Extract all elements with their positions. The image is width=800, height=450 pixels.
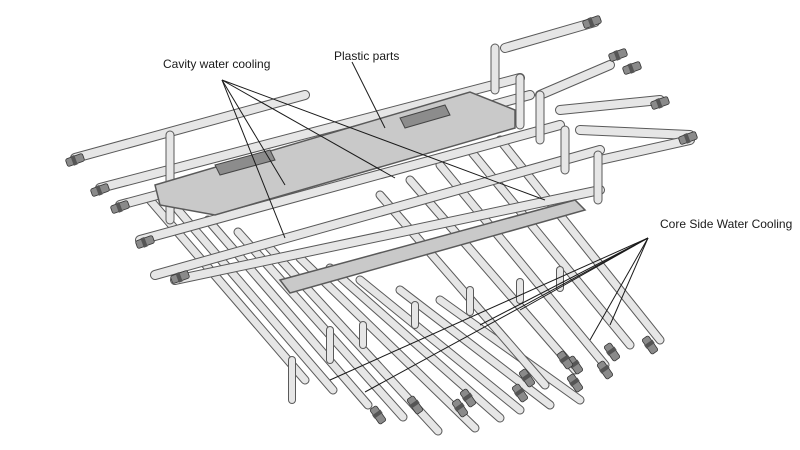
- plastic-part-insert: [399, 104, 451, 129]
- pipe-body: [296, 254, 479, 432]
- cavity-leader-line: [221, 79, 396, 179]
- fitting-nut: [606, 346, 617, 356]
- plastic-part-bar: [278, 199, 587, 294]
- cavity-pipe: [535, 60, 615, 100]
- fitting-nut: [372, 409, 383, 419]
- leader-lines: [221, 61, 649, 393]
- core-pipe: [355, 275, 525, 415]
- cavity-leader-line: [221, 79, 546, 201]
- fitting-nut: [454, 402, 465, 412]
- hose-fitting-icon: [556, 350, 574, 370]
- core-pipe: [405, 175, 580, 375]
- pipe-body: [136, 121, 564, 244]
- fitting-nut: [569, 377, 580, 387]
- cavity-pipe: [500, 17, 600, 53]
- pipe-body: [356, 276, 524, 414]
- core-leader-line: [609, 237, 649, 326]
- hose-fitting-icon: [451, 398, 469, 418]
- hose-fitting-icon: [518, 368, 536, 388]
- core-leader-line: [364, 237, 649, 393]
- plastic-parts-label: Plastic parts: [334, 49, 400, 63]
- fitting-nut: [644, 339, 655, 349]
- core-leader-line: [479, 237, 649, 326]
- core-leader-line: [589, 237, 649, 341]
- pipe-body: [71, 91, 309, 162]
- fitting-nut: [655, 97, 663, 109]
- fitting-nut: [95, 184, 103, 196]
- hose-fitting-icon: [566, 373, 584, 393]
- plastic-part-main: [154, 91, 516, 216]
- cavity-leader-line: [221, 79, 286, 239]
- core-pipe: [173, 205, 338, 395]
- hose-fitting-icon: [650, 96, 670, 110]
- cavity-pipe: [170, 185, 605, 285]
- pipe-body: [436, 161, 609, 369]
- hose-fitting-icon: [406, 395, 424, 415]
- hose-fitting-icon: [459, 388, 477, 408]
- pipe-body: [406, 176, 579, 374]
- hose-fitting-icon: [135, 235, 155, 249]
- hose-fitting-icon: [511, 383, 529, 403]
- cavity-pipe: [595, 135, 695, 165]
- cavity-water-cooling-label: Cavity water cooling: [163, 57, 271, 71]
- hose-fitting-icon: [622, 61, 642, 75]
- pipe-body: [556, 96, 664, 114]
- fitting-nut: [115, 201, 123, 213]
- fitting-nut: [587, 16, 595, 28]
- fitting-nut: [559, 354, 570, 364]
- hose-fitting-icon: [90, 183, 110, 197]
- fitting-nut: [521, 372, 532, 382]
- pipe-fittings: [65, 15, 698, 425]
- fitting-nut: [409, 399, 420, 409]
- fitting-nut: [462, 392, 473, 402]
- hose-fitting-icon: [582, 15, 602, 29]
- pipe-body: [536, 61, 614, 99]
- cavity-pipe: [135, 120, 565, 245]
- core-pipe: [435, 160, 610, 370]
- core-leader-line: [519, 237, 649, 311]
- fitting-nut: [599, 364, 610, 374]
- cavity-pipe: [555, 95, 665, 115]
- cavity-pipe: [150, 145, 605, 280]
- fitting-nut: [613, 49, 621, 61]
- hose-fitting-icon: [369, 405, 387, 425]
- pipe-body: [576, 126, 694, 139]
- core-pipe: [325, 263, 505, 423]
- hose-fitting-icon: [170, 270, 190, 284]
- hose-fitting-icon: [641, 335, 659, 355]
- pipe-body: [174, 206, 337, 394]
- fitting-nut: [683, 132, 691, 144]
- core-side-water-cooling-label: Core Side Water Cooling: [660, 217, 793, 231]
- core-pipe: [395, 285, 555, 410]
- hose-fitting-icon: [603, 342, 621, 362]
- plastic-parts: [154, 91, 587, 294]
- fitting-nut: [627, 62, 635, 74]
- plastic-leader-line: [351, 61, 386, 129]
- hose-fitting-icon: [678, 131, 698, 145]
- pipe-body: [151, 146, 604, 279]
- pipe-body: [396, 286, 554, 409]
- pipe-body: [596, 136, 694, 164]
- pipe-body: [326, 264, 504, 422]
- fitting-nut: [140, 236, 148, 248]
- cavity-pipe: [575, 125, 695, 140]
- hose-fitting-icon: [608, 48, 628, 62]
- hose-fitting-icon: [65, 153, 85, 167]
- fitting-nut: [70, 154, 78, 166]
- fitting-nut: [175, 271, 183, 283]
- fitting-nut: [514, 387, 525, 397]
- core-pipe: [295, 253, 480, 433]
- cavity-leader-line: [221, 79, 286, 186]
- pipe-body: [501, 18, 599, 52]
- pipe-body: [171, 186, 604, 284]
- cavity-pipe: [70, 90, 310, 163]
- hose-fitting-icon: [596, 360, 614, 380]
- hose-fitting-icon: [110, 200, 130, 214]
- core-leader-line: [329, 237, 649, 381]
